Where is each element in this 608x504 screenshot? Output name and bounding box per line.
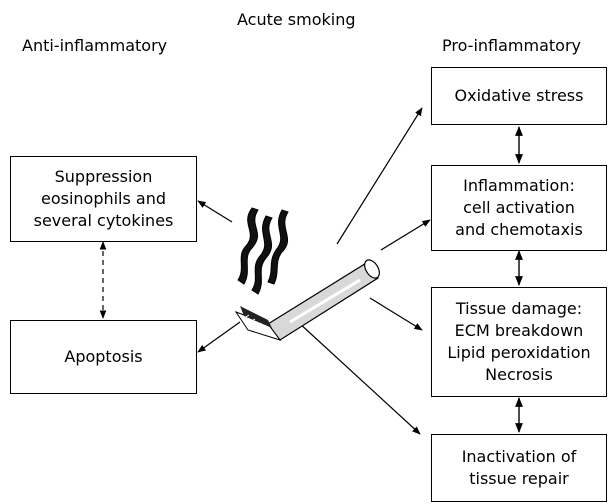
- inactivation-box: Inactivation of tissue repair: [431, 434, 607, 502]
- tissue-damage-line-2: ECM breakdown: [454, 321, 584, 340]
- inactivation-line-1: Inactivation of: [461, 447, 577, 466]
- oxidative-stress-label: Oxidative stress: [454, 86, 584, 105]
- suppression-box: Suppression eosinophils and several cyto…: [10, 156, 197, 242]
- suppression-line-2: eosinophils and: [40, 189, 167, 208]
- apoptosis-label: Apoptosis: [64, 347, 143, 366]
- inactivation-line-2: tissue repair: [469, 469, 569, 488]
- apoptosis-box: Apoptosis: [10, 320, 197, 394]
- arrow-to-apoptosis: [197, 321, 241, 353]
- right-heading: Pro-inflammatory: [442, 36, 582, 55]
- left-heading: Anti-inflammatory: [22, 36, 168, 55]
- smoke-icon: [237, 207, 289, 295]
- diagram-title: Acute smoking: [237, 10, 356, 29]
- tissue-damage-line-4: Necrosis: [485, 365, 553, 384]
- cigarette-icon: [234, 259, 380, 341]
- arrow-to-suppression: [197, 200, 233, 223]
- inflammation-line-1: Inflammation:: [463, 176, 575, 195]
- tissue-damage-line-1: Tissue damage:: [455, 299, 583, 318]
- arrow-to-tissue-damage: [369, 297, 423, 331]
- oxidative-stress-box: Oxidative stress: [431, 67, 607, 125]
- arrow-to-oxidative-stress: [336, 107, 423, 245]
- arrow-to-inactivation: [297, 321, 421, 435]
- inflammation-line-3: and chemotaxis: [455, 220, 583, 239]
- inflammation-line-2: cell activation: [463, 198, 575, 217]
- tissue-damage-line-3: Lipid peroxidation: [447, 343, 591, 362]
- inflammation-box: Inflammation: cell activation and chemot…: [431, 165, 607, 251]
- suppression-line-1: Suppression: [54, 167, 153, 186]
- suppression-line-3: several cytokines: [33, 211, 174, 230]
- tissue-damage-box: Tissue damage: ECM breakdown Lipid perox…: [431, 287, 607, 397]
- arrow-to-inflammation: [380, 219, 431, 251]
